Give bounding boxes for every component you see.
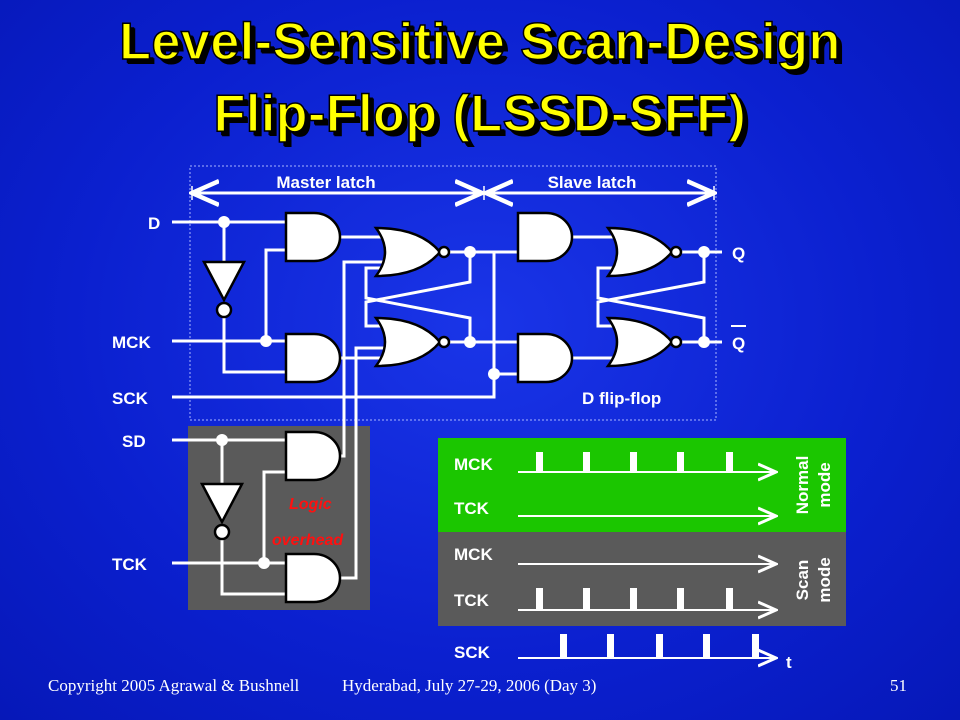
- footer-page-number: 51: [890, 676, 907, 695]
- slave-nor-gate-1: [605, 226, 674, 278]
- wires: [172, 220, 722, 596]
- timing-diagram: MCK TCK MCK TCK SCK t Normal mode Scan m…: [454, 452, 834, 672]
- master-and-gate-2: [284, 332, 342, 384]
- footer-copyright: Copyright 2005 Agrawal & Bushnell: [48, 676, 300, 695]
- scan-mode-label-1: Scan: [793, 560, 812, 601]
- gates: [199, 211, 683, 604]
- slave-and-gate-2: [516, 332, 574, 384]
- master-and-gate-1: [284, 211, 342, 263]
- footer-event: Hyderabad, July 27-29, 2006 (Day 3): [342, 676, 597, 695]
- sd-input-label: SD: [122, 432, 146, 451]
- normal-mode-label-1: Normal: [793, 456, 812, 515]
- overhead-and-gate-1: [284, 430, 342, 482]
- junction-dots: [216, 216, 710, 569]
- logic-overhead-label-2: overhead: [272, 532, 344, 549]
- tck-input-label: TCK: [112, 555, 148, 574]
- normal-mode-panel: [438, 438, 846, 532]
- slide-title-line1: Level-Sensitive Scan-Design: [118, 12, 841, 72]
- sck-timing-label: SCK: [454, 643, 491, 662]
- slide-title-line2: Flip-Flop (LSSD-SFF): [213, 84, 747, 144]
- dff-label: D flip-flop: [582, 389, 661, 408]
- master-latch-label: Master latch: [276, 173, 375, 192]
- mck-input-label: MCK: [112, 333, 151, 352]
- logic-overhead-label-1: Logic: [289, 496, 332, 513]
- t-axis-label: t: [786, 653, 792, 672]
- sck-input-label: SCK: [112, 389, 149, 408]
- d-input-label: D: [148, 214, 160, 233]
- scan-mode-panel: [438, 532, 846, 626]
- sd-inverter: [199, 482, 245, 525]
- normal-tck-label: TCK: [454, 499, 490, 518]
- overhead-and-gate-2: [284, 552, 342, 604]
- normal-mode-label-2: mode: [815, 462, 834, 507]
- dff-boundary: [189, 165, 717, 421]
- slave-and-gate-1: [516, 211, 574, 263]
- master-nor-gate-2: [373, 316, 442, 368]
- slave-nor-gate-2: [605, 316, 674, 368]
- scan-tck-label: TCK: [454, 591, 490, 610]
- scan-mode-label-2: mode: [815, 557, 834, 602]
- q-output-label: Q: [732, 244, 745, 263]
- scan-mck-label: MCK: [454, 545, 493, 564]
- d-inverter: [201, 260, 247, 303]
- qbar-output-label: Q: [732, 334, 745, 353]
- normal-mck-label: MCK: [454, 455, 493, 474]
- master-nor-gate-1: [373, 226, 442, 278]
- slave-latch-label: Slave latch: [548, 173, 637, 192]
